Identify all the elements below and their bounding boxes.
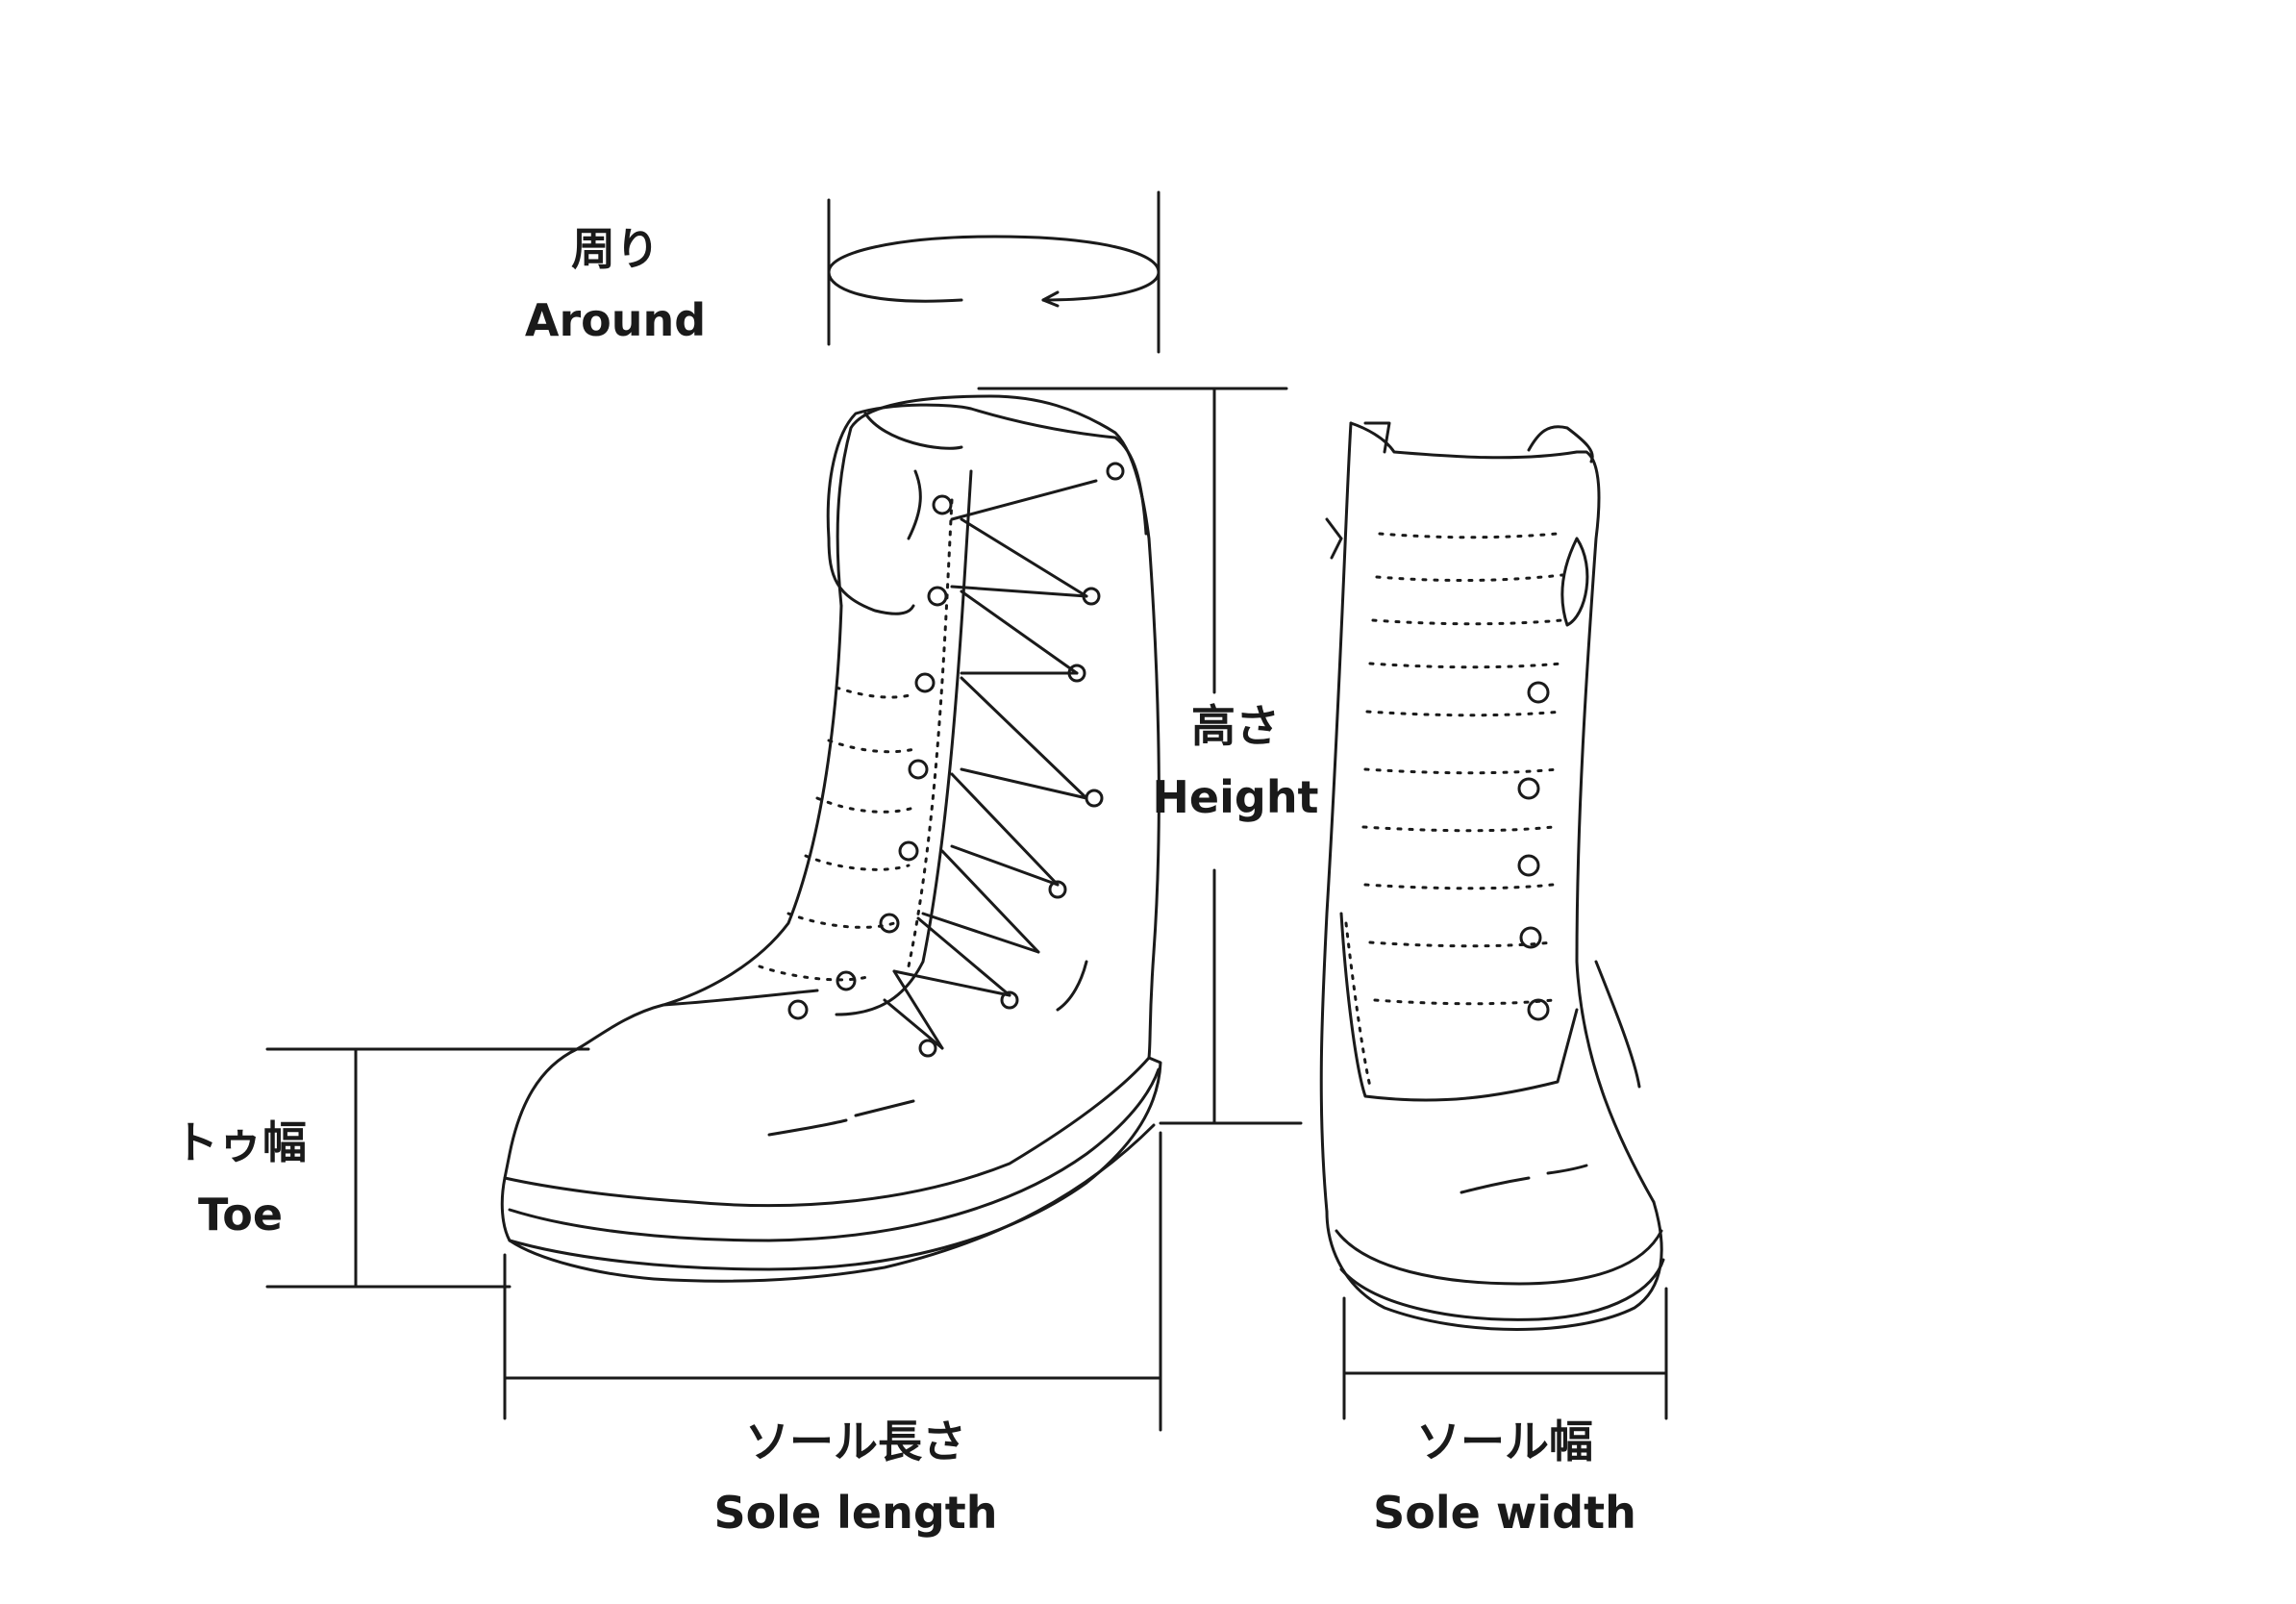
sole-width-label-jp: ソール幅: [1416, 1416, 1593, 1467]
around-label-jp: 周り: [571, 223, 660, 275]
height-label-en: Height: [1152, 771, 1319, 823]
front-boot-illustration: [1319, 421, 1665, 1331]
toe-label-en: Toe: [197, 1189, 284, 1241]
toe-measure: [265, 1047, 590, 1289]
side-boot-illustration: [500, 394, 1162, 1283]
toe-label-jp: トゥ幅: [174, 1116, 307, 1168]
sole-length-measure: [503, 1131, 1162, 1432]
around-label-en: Around: [524, 294, 707, 346]
height-label-jp: 高さ: [1191, 700, 1280, 752]
sole-width-measure: [1342, 1287, 1668, 1420]
sole-length-label-en: Sole length: [713, 1487, 998, 1539]
sole-length-label-jp: ソール長さ: [745, 1416, 966, 1467]
around-measure: [827, 190, 1160, 354]
sole-width-label-en: Sole width: [1373, 1487, 1636, 1539]
height-measure: [977, 387, 1303, 1125]
